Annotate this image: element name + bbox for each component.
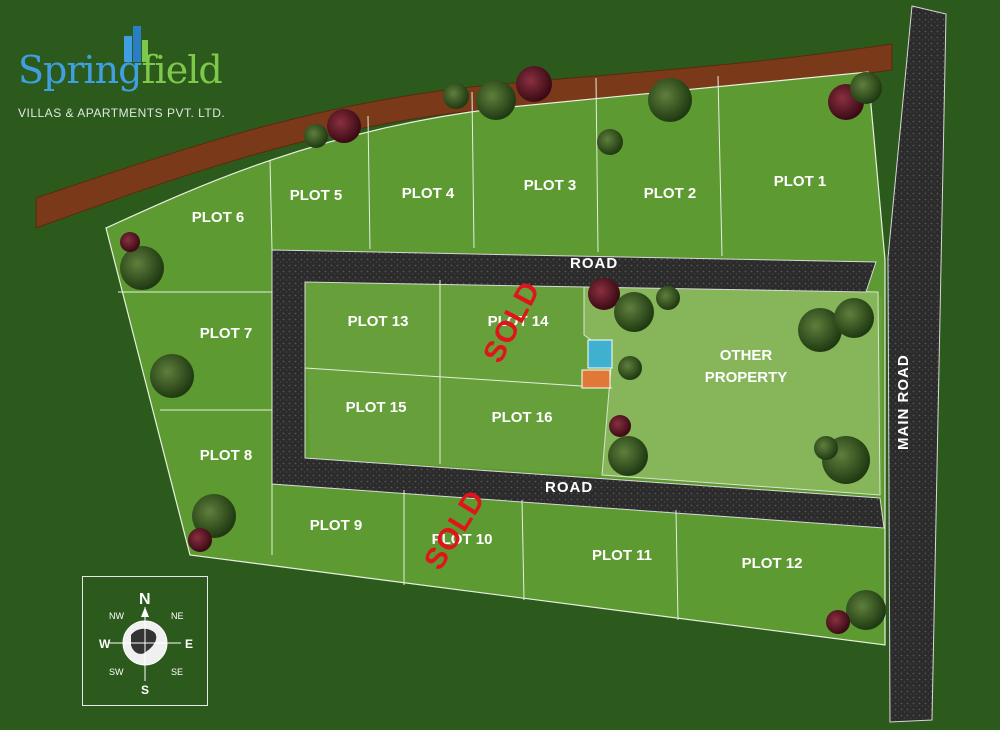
plot-14-label[interactable]: PLOT 14 xyxy=(488,313,550,330)
compass-east: E xyxy=(185,637,194,651)
brand-tagline: VILLAS & APARTMENTS PVT. LTD. xyxy=(18,106,226,120)
compass-sw: SW xyxy=(109,667,124,677)
globe-icon xyxy=(109,607,181,681)
brand-name: Springfield xyxy=(18,48,223,92)
plot-9-label[interactable]: PLOT 9 xyxy=(310,517,363,534)
plot-3-label[interactable]: PLOT 3 xyxy=(524,177,577,194)
company-logo: Springfield VILLAS & APARTMENTS PVT. LTD… xyxy=(14,22,254,132)
compass-south: S xyxy=(141,683,150,697)
plot-6-label[interactable]: PLOT 6 xyxy=(192,209,245,226)
plot-15-label[interactable]: PLOT 15 xyxy=(346,399,407,416)
compass-west: W xyxy=(99,637,111,651)
plot-2-label[interactable]: PLOT 2 xyxy=(644,185,697,202)
compass-rose: N S E W NE NW SE SW xyxy=(82,576,208,706)
plot-4-label[interactable]: PLOT 4 xyxy=(402,185,455,202)
building-icon xyxy=(124,26,148,62)
plot-1-label[interactable]: PLOT 1 xyxy=(774,173,827,190)
compass-ne: NE xyxy=(171,611,184,621)
other-property-label-line1: OTHER xyxy=(720,347,773,364)
brand-part1: Spring xyxy=(18,48,142,92)
compass-nw: NW xyxy=(109,611,124,621)
plot-7-label[interactable]: PLOT 7 xyxy=(200,325,253,342)
plot-16-label[interactable]: PLOT 16 xyxy=(492,409,553,426)
main-road xyxy=(887,5,947,723)
other-property-label-line2: PROPERTY xyxy=(705,369,788,386)
road-label-lower: ROAD xyxy=(545,479,593,496)
structure xyxy=(581,369,611,389)
road-label-upper: ROAD xyxy=(570,255,618,272)
compass-north: N xyxy=(139,591,151,608)
main-road-label: MAIN ROAD xyxy=(895,354,912,450)
plot-8-label[interactable]: PLOT 8 xyxy=(200,447,253,464)
pool xyxy=(587,339,613,369)
loop-road xyxy=(271,249,885,529)
plot-13-label[interactable]: PLOT 13 xyxy=(348,313,409,330)
trees xyxy=(120,66,886,634)
plot-10-label[interactable]: PLOT 10 xyxy=(432,531,493,548)
compass-se: SE xyxy=(171,667,184,677)
brand-part2: field xyxy=(141,48,222,92)
plot-11-label[interactable]: PLOT 11 xyxy=(592,547,652,564)
plot-12-label[interactable]: PLOT 12 xyxy=(742,555,803,572)
plot-boundaries xyxy=(118,75,723,621)
plot-5-label[interactable]: PLOT 5 xyxy=(290,187,343,204)
